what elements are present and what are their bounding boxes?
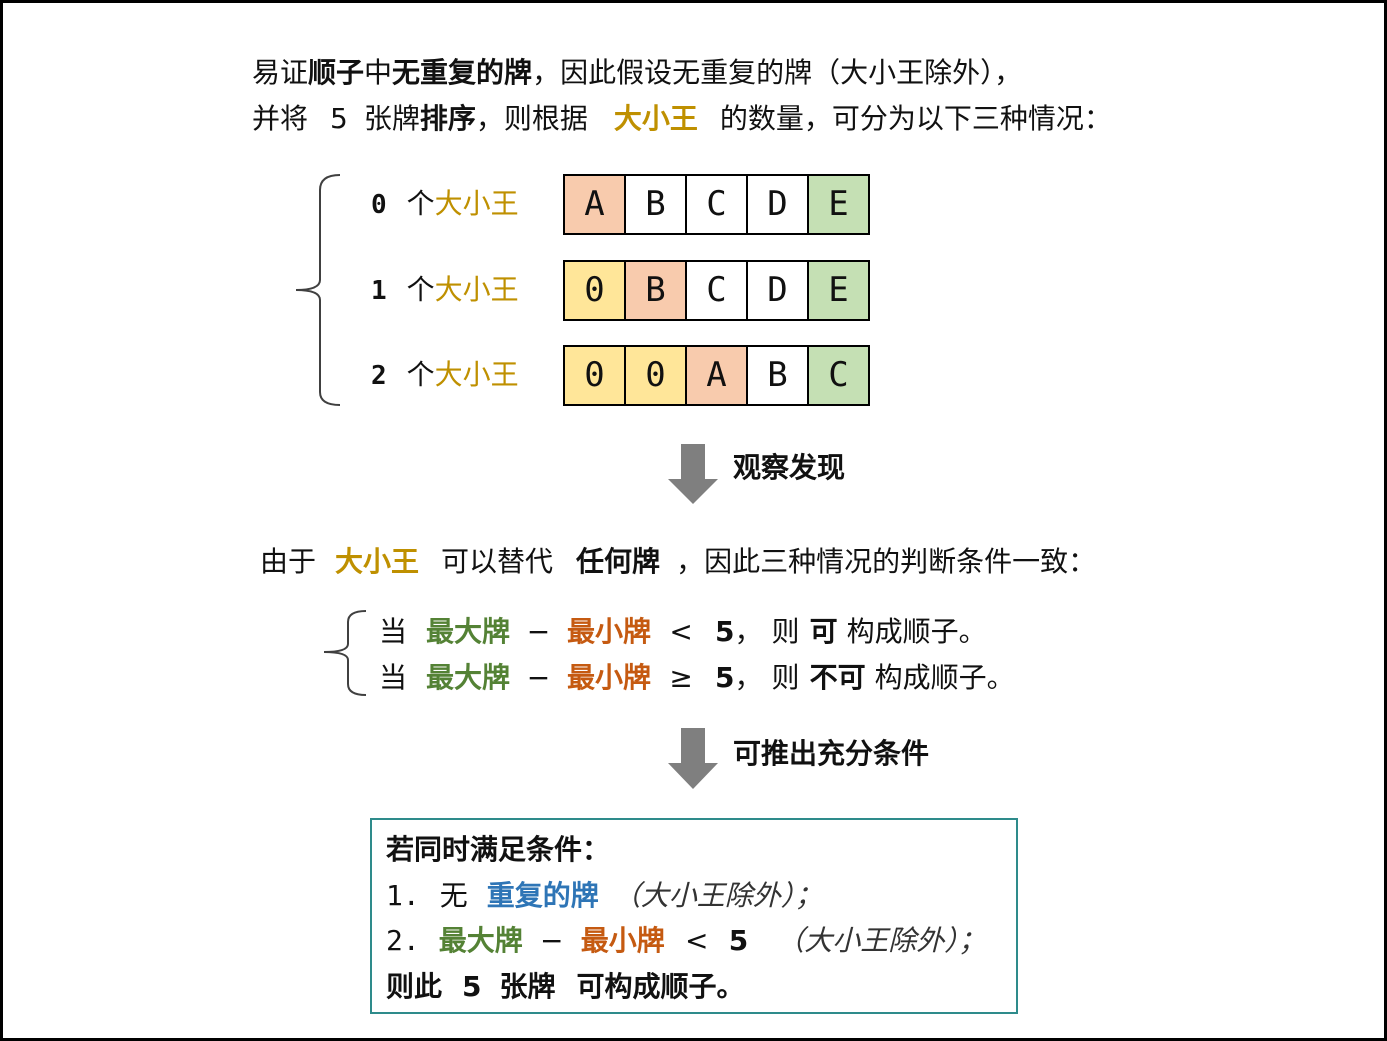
intro-text: 易证: [252, 56, 309, 89]
condition-rest: 构成顺子。: [874, 661, 1015, 694]
arrow-label-text: 可推出充分条件: [733, 737, 930, 770]
observation-line: 由于 大小王 可以替代 任何牌 ，因此三种情况的判断条件一致：: [260, 542, 1096, 582]
arrow-label: 观察发现: [733, 448, 845, 488]
condition-line: 当 最大牌 − 最小牌 ≥ 5 ， 则 不可 构成顺子。: [379, 658, 1015, 698]
intro-text: ，则根据: [475, 102, 588, 135]
count-unit: 个: [406, 187, 435, 220]
intro-line-2: 并将 5 张牌 排序 ，则根据 大小王 的数量，可分为以下三种情况：: [252, 99, 1112, 139]
condition-rest: 构成顺子。: [846, 615, 987, 648]
result-number: 5: [462, 970, 482, 1003]
joker-count: 0: [371, 190, 387, 220]
intro-number: 5: [330, 102, 348, 135]
condition-comma: ，: [734, 661, 763, 694]
case-label: 1 个 大小王: [371, 270, 519, 310]
joker-count: 2: [371, 361, 387, 391]
conclusion-item: 1. 无 重复的牌 （大小王除外）；: [386, 876, 823, 916]
condition-comma: ，: [734, 615, 763, 648]
count-unit: 个: [406, 273, 435, 306]
count-unit: 个: [406, 358, 435, 391]
comparison-operator: ≥: [669, 661, 693, 694]
conclusion-box: [370, 818, 1018, 1014]
item-number: 2.: [386, 924, 420, 957]
intro-text: 张牌: [363, 102, 420, 135]
card-cell: B: [624, 262, 685, 319]
condition-line: 当 最大牌 − 最小牌 < 5 ， 则 可 构成顺子。: [379, 612, 987, 652]
result-text: 可构成顺子。: [576, 970, 745, 1003]
card-cell: D: [746, 176, 807, 233]
term-min-card: 最小牌: [567, 615, 652, 648]
card-row: A B C D E: [563, 174, 870, 235]
card-cell: C: [685, 176, 746, 233]
item-note: （大小王除外）；: [776, 924, 987, 957]
result-text: 则此: [386, 970, 443, 1003]
minus-sign: −: [526, 615, 551, 648]
card-row: 0 B C D E: [563, 260, 870, 321]
card-cell: C: [807, 347, 868, 404]
card-cell: A: [685, 347, 746, 404]
card-cell: B: [746, 347, 807, 404]
joker-label: 大小王: [434, 273, 519, 306]
arrow-label: 可推出充分条件: [733, 734, 929, 774]
minus-sign: −: [540, 924, 564, 957]
card-cell: D: [746, 262, 807, 319]
condition-when: 当: [379, 661, 408, 694]
result-text: 张牌: [499, 970, 556, 1003]
conclusion-item: 2. 最大牌 − 最小牌 < 5 （大小王除外）；: [386, 921, 986, 961]
condition-then: 则: [771, 615, 800, 648]
comparison-operator: <: [669, 615, 693, 648]
term-any-card: 任何牌: [576, 545, 661, 578]
intro-line-1: 易证 顺子 中 无重复的牌 ，因此假设无重复的牌（大小王除外），: [252, 53, 1022, 93]
term-straight: 顺子: [308, 56, 365, 89]
joker-label: 大小王: [434, 358, 519, 391]
term-min-card: 最小牌: [580, 924, 665, 957]
card-cell: E: [807, 176, 868, 233]
conclusion-result: 则此 5 张牌 可构成顺子。: [386, 967, 745, 1007]
arrow-label-text: 观察发现: [733, 451, 846, 484]
term-max-card: 最大牌: [426, 661, 511, 694]
card-cell: B: [624, 176, 685, 233]
minus-sign: −: [526, 661, 551, 694]
item-text: 无: [439, 879, 468, 912]
term-min-card: 最小牌: [567, 661, 652, 694]
joker-label: 大小王: [434, 187, 519, 220]
intro-text: 中: [364, 56, 393, 89]
term-joker: 大小王: [335, 545, 420, 578]
intro-text: 的数量，可分为以下三种情况：: [719, 102, 1112, 135]
card-cell: A: [565, 176, 624, 233]
comparison-operator: <: [685, 924, 709, 957]
item-number: 1.: [386, 879, 420, 912]
card-cell: C: [685, 262, 746, 319]
term-duplicate-card: 重复的牌: [486, 879, 599, 912]
observation-text: ，因此三种情况的判断条件一致：: [676, 545, 1097, 578]
conclusion-title: 若同时满足条件：: [386, 830, 610, 870]
term-max-card: 最大牌: [438, 924, 523, 957]
joker-count: 1: [371, 276, 387, 306]
term-joker: 大小王: [613, 102, 698, 135]
term-max-card: 最大牌: [426, 615, 511, 648]
threshold-number: 5: [715, 615, 735, 648]
intro-text: ，因此假设无重复的牌（大小王除外），: [532, 56, 1023, 89]
observation-text: 可以替代: [441, 545, 554, 578]
condition-verdict: 不可: [809, 661, 866, 694]
threshold-number: 5: [728, 924, 749, 957]
card-row: 0 0 A B C: [563, 345, 870, 406]
threshold-number: 5: [715, 661, 735, 694]
intro-text: 并将: [252, 102, 309, 135]
condition-then: 则: [771, 661, 800, 694]
item-note: （大小王除外）；: [612, 879, 823, 912]
card-cell: E: [807, 262, 868, 319]
conclusion-title-text: 若同时满足条件：: [386, 833, 611, 866]
card-cell: 0: [565, 347, 624, 404]
term-sort: 排序: [419, 102, 476, 135]
case-label: 0 个 大小王: [371, 184, 519, 224]
case-label: 2 个 大小王: [371, 355, 519, 395]
card-cell: 0: [565, 262, 624, 319]
term-no-duplicates: 无重复的牌: [392, 56, 533, 89]
card-cell: 0: [624, 347, 685, 404]
condition-verdict: 可: [809, 615, 838, 648]
condition-when: 当: [379, 615, 408, 648]
observation-text: 由于: [260, 545, 317, 578]
